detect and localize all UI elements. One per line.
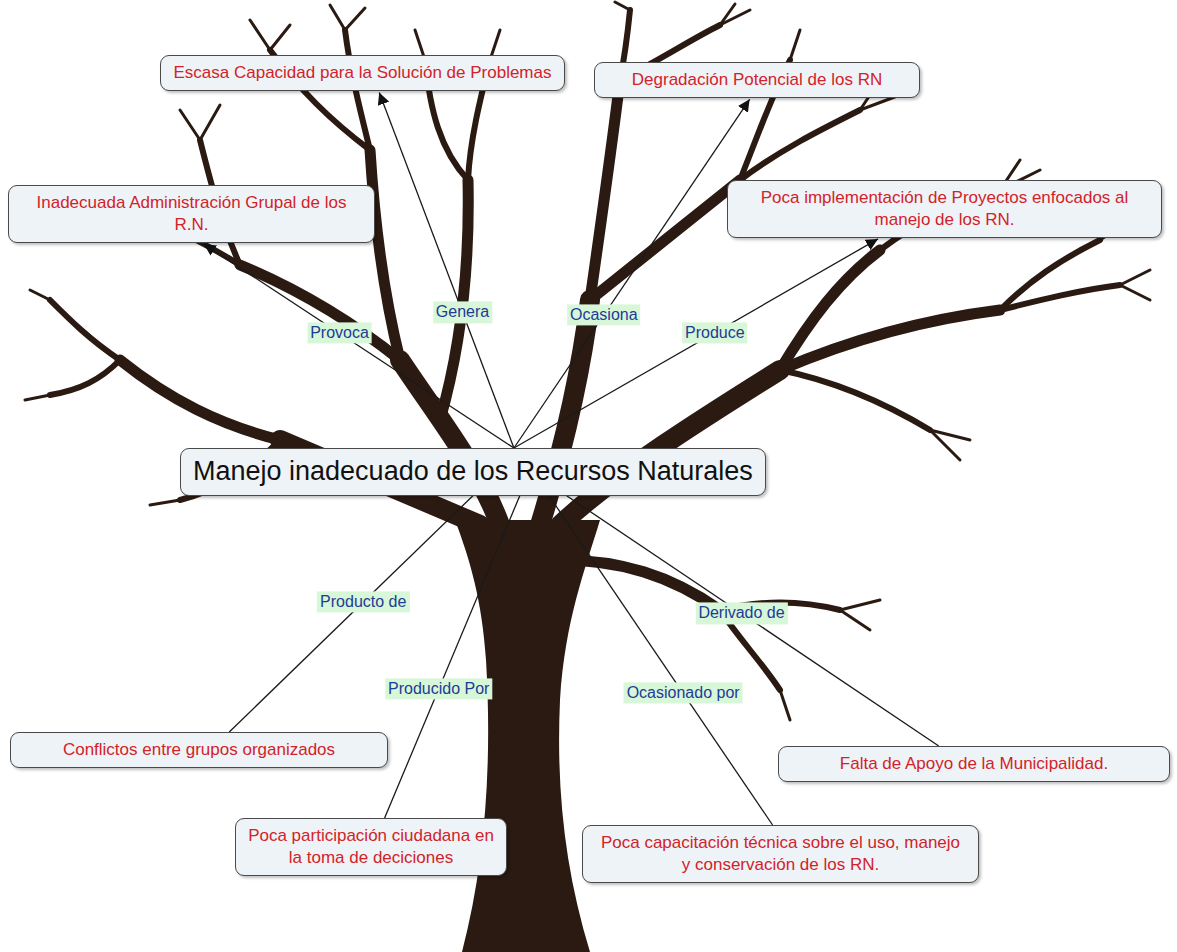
connector-label: Producto de — [317, 591, 409, 612]
node-text: Inadecuada Administración Grupal de los … — [21, 192, 362, 236]
problem-box: Poca capacitación técnica sobre el uso, … — [582, 825, 979, 883]
connector-label: Derivado de — [695, 603, 787, 624]
connector-line — [514, 239, 878, 448]
node-text: Poca implementación de Proyectos enfocad… — [740, 187, 1149, 231]
problem-box: Poca implementación de Proyectos enfocad… — [727, 180, 1162, 238]
problem-box: Poca participación ciudadana en la toma … — [235, 818, 507, 876]
node-text: Degradación Potencial de los RN — [607, 69, 907, 91]
central-problem-box: Manejo inadecuado de los Recursos Natura… — [180, 448, 766, 496]
connector-label: Producido Por — [385, 679, 492, 700]
node-text: Manejo inadecuado de los Recursos Natura… — [193, 455, 753, 489]
problem-box: Falta de Apoyo de la Municipalidad. — [778, 746, 1170, 782]
problem-box: Degradación Potencial de los RN — [594, 62, 920, 98]
connector-label: Ocasiona — [567, 304, 641, 325]
problem-box: Escasa Capacidad para la Solución de Pro… — [160, 55, 565, 91]
problem-box: Inadecuada Administración Grupal de los … — [8, 185, 375, 243]
connector-line — [385, 496, 520, 818]
connector-label: Ocasionado por — [624, 683, 743, 704]
node-text: Conflictos entre grupos organizados — [23, 739, 375, 761]
connector-label: Produce — [682, 322, 748, 343]
node-text: Poca capacitación técnica sobre el uso, … — [595, 832, 966, 876]
connector-label: Genera — [433, 302, 492, 323]
node-text: Falta de Apoyo de la Municipalidad. — [791, 753, 1157, 775]
node-text: Escasa Capacidad para la Solución de Pro… — [173, 62, 552, 84]
connector-line — [514, 99, 750, 448]
connector-line — [567, 496, 939, 746]
connector-line — [549, 496, 772, 825]
problem-box: Conflictos entre grupos organizados — [10, 732, 388, 768]
connector-line — [204, 244, 514, 448]
connector-label: Provoca — [307, 323, 372, 344]
connector-line — [379, 92, 514, 448]
node-text: Poca participación ciudadana en la toma … — [248, 825, 494, 869]
